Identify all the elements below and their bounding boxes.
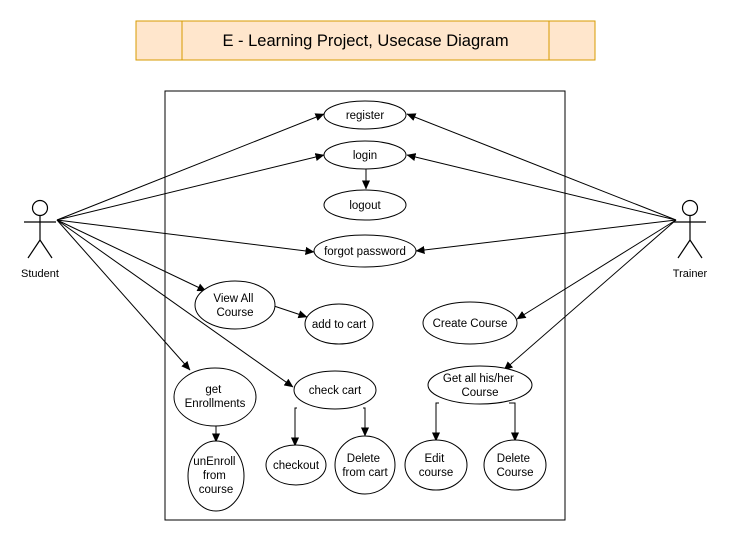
edge-trainer-get-his-her-course xyxy=(503,219,677,371)
usecase-delete-from-cart xyxy=(334,435,396,495)
edge-course-edit xyxy=(431,402,441,442)
usecase-forgot-password-label: forgot password xyxy=(324,246,406,258)
edge-trainer-register xyxy=(406,113,677,221)
edge-trainer-forgot-password xyxy=(415,219,677,255)
edge-student-forgot-password xyxy=(56,219,315,255)
usecase-edit-course xyxy=(404,439,468,491)
usecase-view-all-course-label: View All Course xyxy=(213,293,256,319)
usecase-login xyxy=(323,140,407,170)
usecase-add-to-cart-label: add to cart xyxy=(312,319,367,331)
diagram-title: E - Learning Project, Usecase Diagram xyxy=(222,32,508,50)
use-cases xyxy=(173,100,547,512)
title-banner: E - Learning Project, Usecase Diagram xyxy=(135,20,596,61)
usecase-add-to-cart xyxy=(304,303,374,345)
usecase-create-course-label: Create Course xyxy=(433,318,508,330)
usecase-unenroll-label: unEnroll from course xyxy=(193,456,238,496)
usecase-delete-from-cart-label: Delete from cart xyxy=(342,453,388,479)
title-box xyxy=(135,20,596,61)
usecase-register-label: register xyxy=(346,110,385,122)
usecase-get-enrollments xyxy=(173,367,257,427)
trainer-leg-left xyxy=(677,239,691,259)
usecase-view-all-course xyxy=(194,280,276,330)
edges xyxy=(56,113,677,447)
usecase-register xyxy=(323,100,407,130)
usecase-get-his-her-course xyxy=(427,365,533,405)
usecase-login-label: login xyxy=(353,150,377,162)
edge-checkcart-delete xyxy=(360,407,370,437)
use-case-labels: register login logout forgot password Vi… xyxy=(185,110,534,496)
usecase-get-enrollments-label: get Enrollments xyxy=(185,384,246,410)
edge-student-check-cart xyxy=(56,219,294,388)
usecase-checkout xyxy=(265,444,327,486)
usecase-forgot-password xyxy=(313,234,417,268)
usecase-check-cart-label: check cart xyxy=(309,385,362,397)
trainer-label: Trainer xyxy=(673,268,708,280)
usecase-unenroll xyxy=(187,440,245,512)
usecase-create-course xyxy=(422,301,518,345)
edge-student-view-all-course xyxy=(56,219,207,292)
edge-student-register xyxy=(56,113,325,221)
edge-student-login xyxy=(56,153,325,221)
edge-view-add-to-cart xyxy=(273,305,308,319)
student-leg-right xyxy=(39,239,53,259)
edge-student-get-enrollments xyxy=(56,219,191,371)
usecase-check-cart xyxy=(293,370,377,410)
trainer-leg-right xyxy=(689,239,703,259)
usecase-checkout-label: checkout xyxy=(273,460,320,472)
usecase-logout xyxy=(323,189,407,221)
trainer-head-icon xyxy=(681,199,699,217)
student-label: Student xyxy=(21,268,59,280)
actor-trainer xyxy=(674,199,706,259)
usecase-get-his-her-course-label: Get all his/her Course xyxy=(443,373,517,399)
usecase-delete-course xyxy=(483,439,547,491)
edge-checkcart-checkout xyxy=(290,407,300,447)
edge-trainer-login xyxy=(406,153,677,221)
actor-student xyxy=(24,199,56,259)
student-leg-left xyxy=(27,239,41,259)
edge-trainer-create-course xyxy=(516,219,677,320)
usecase-delete-course-label: Delete Course xyxy=(496,453,533,479)
student-head-icon xyxy=(31,199,49,217)
usecase-edit-course-label: Edit course xyxy=(419,453,454,479)
edge-course-delete xyxy=(509,402,520,442)
usecase-logout-label: logout xyxy=(349,200,381,212)
